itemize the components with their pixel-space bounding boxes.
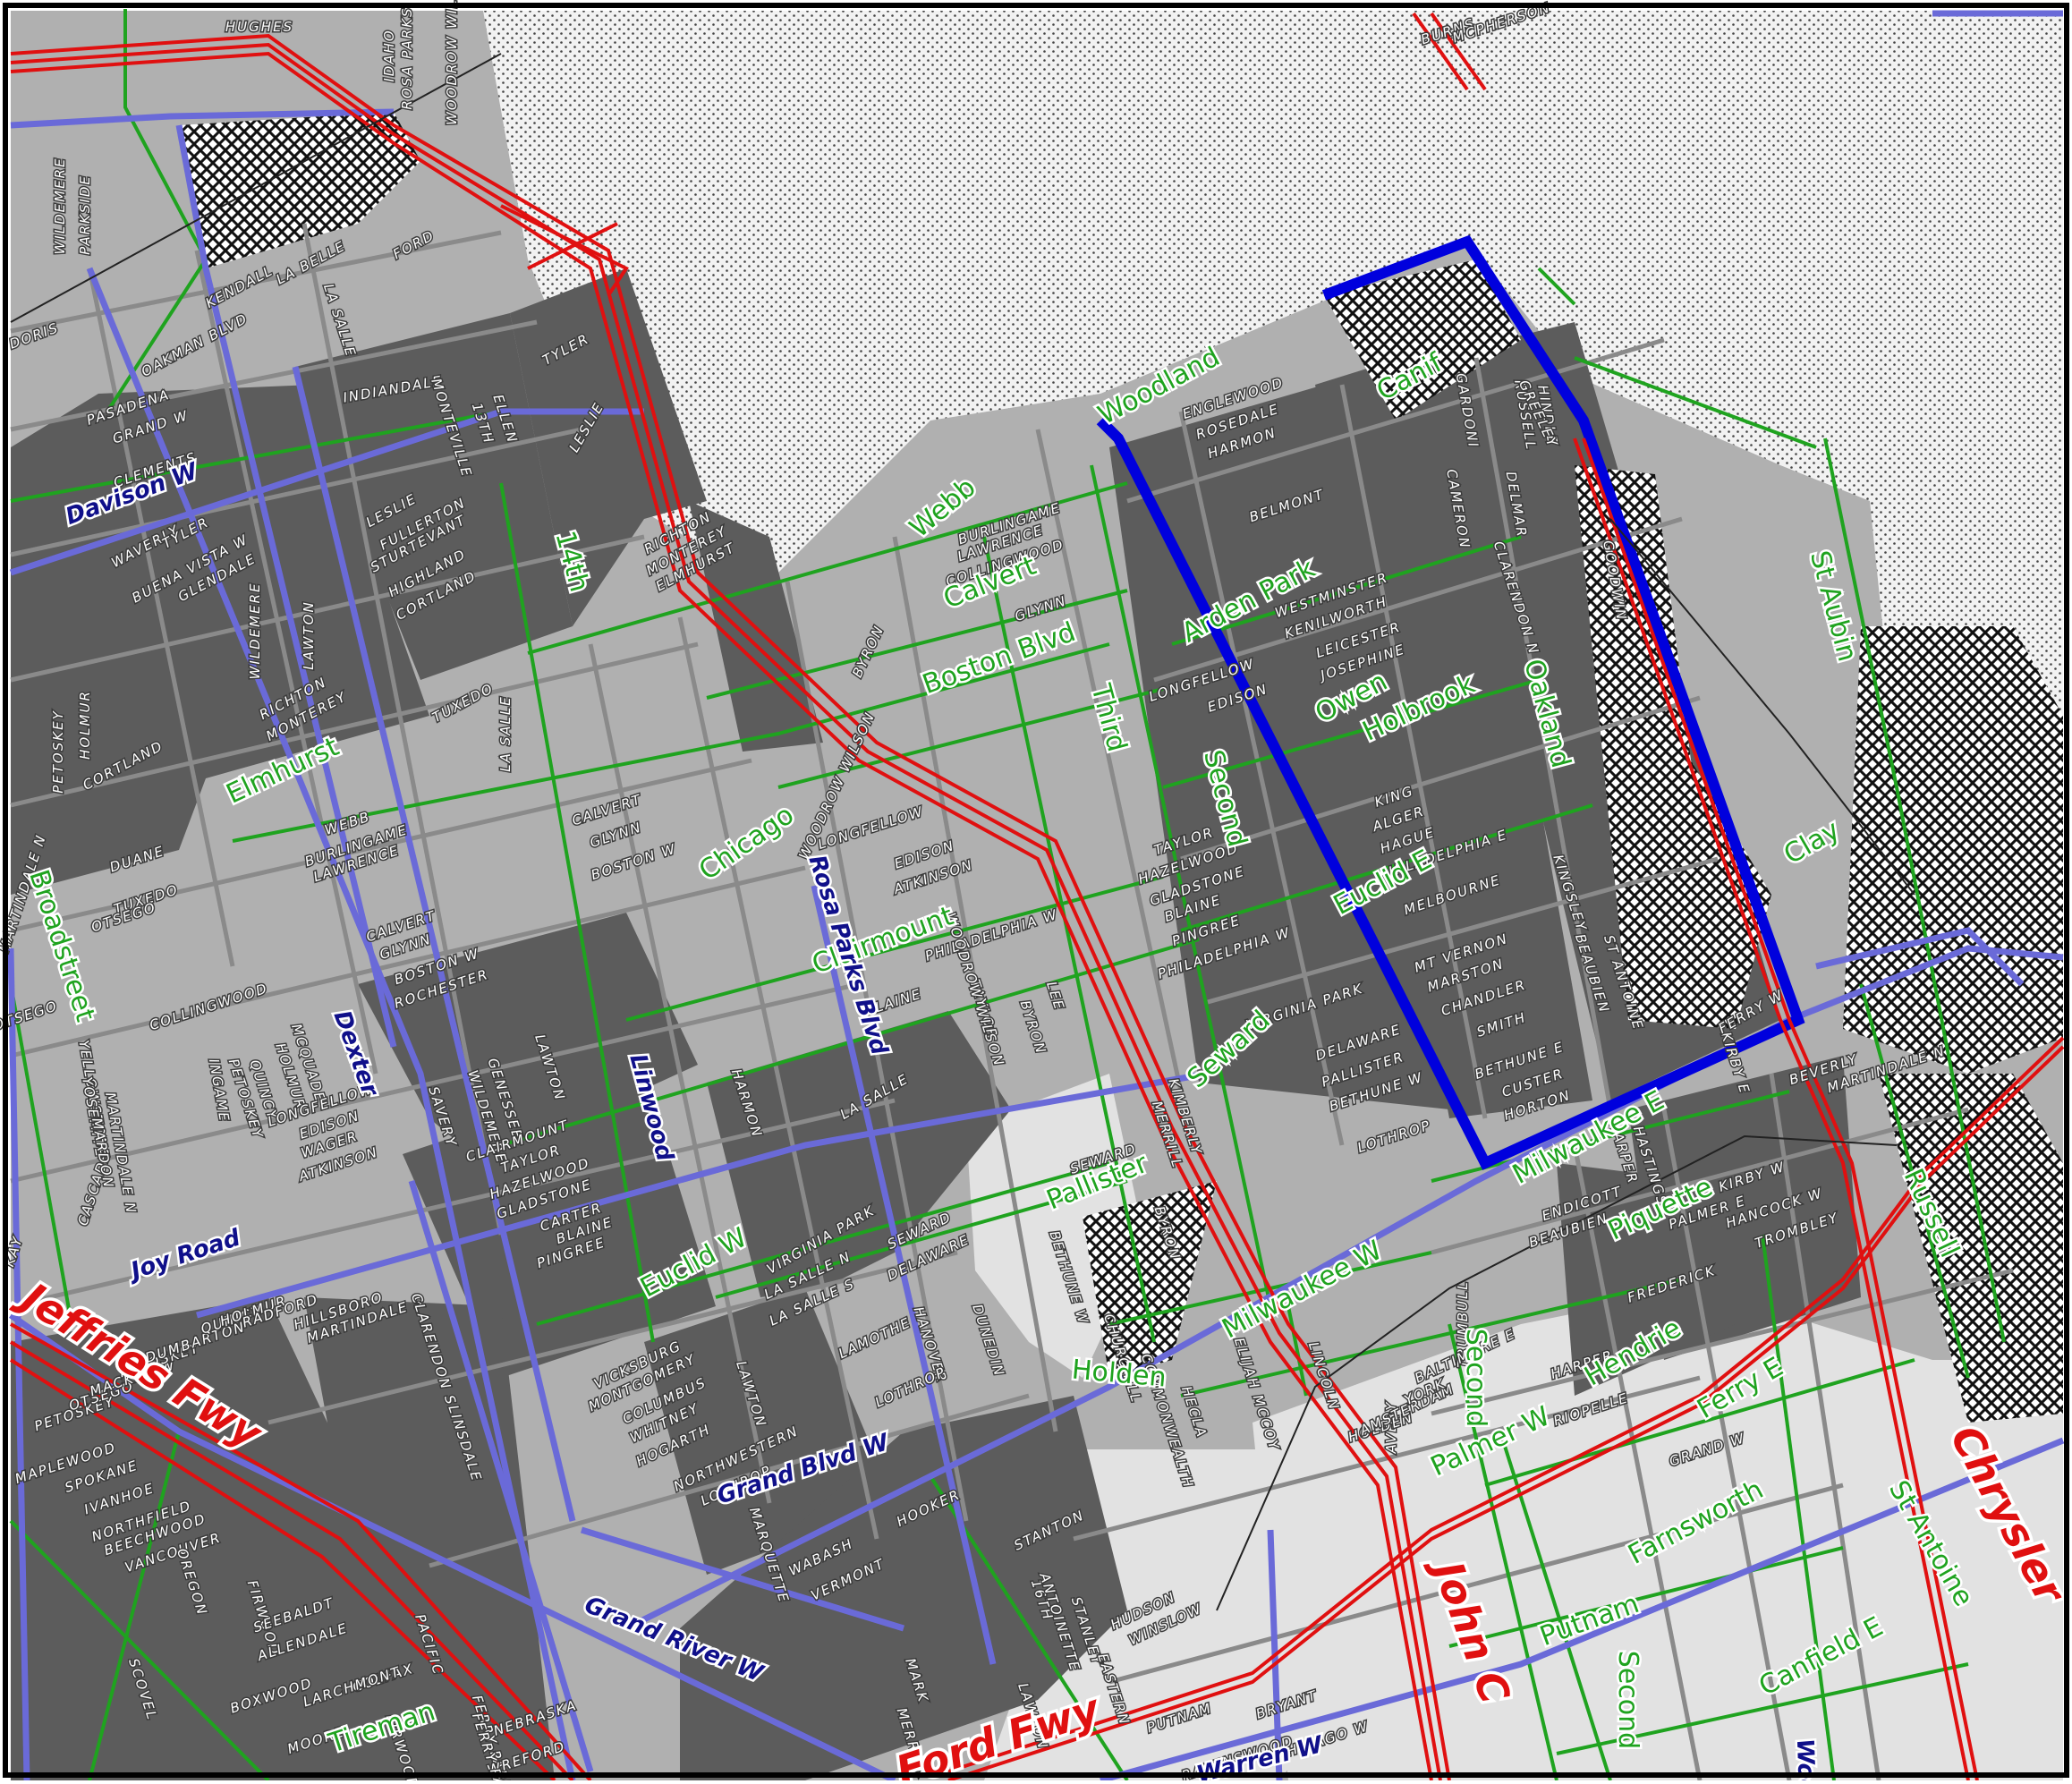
street-label: WILDEMERE: [52, 157, 68, 255]
street-label: AVERY: [1383, 1401, 1399, 1455]
railways: [10, 53, 1915, 1611]
street-label: PARKSIDE: [77, 174, 93, 255]
freeways: [9, 12, 2065, 1782]
street-label: ROSA PARKS: [399, 6, 415, 109]
street-label: TRUMBULL: [1455, 1280, 1471, 1368]
street-label: PETOSKEY: [50, 709, 66, 794]
hatched-areas: [179, 112, 2063, 1423]
map-border: [3, 3, 2069, 1778]
street-label: HOLMUR: [77, 690, 93, 760]
collector-roads: [9, 9, 2006, 1782]
street-label: LAWTON: [301, 600, 317, 669]
street-label: WILDEMERE: [247, 582, 263, 680]
street-grid: [10, 223, 2014, 1781]
collector-road-label: Second: [1612, 1651, 1643, 1749]
street-label: HUGHES: [225, 19, 293, 35]
street-label: LA SALLE: [497, 695, 514, 771]
street-label: WOODROW WILSON: [444, 0, 460, 125]
collector-road-label: Second: [1460, 1329, 1491, 1427]
district-boundary: [1096, 234, 1805, 1170]
industrial-dotted-zone: [483, 11, 2063, 850]
street-label: IDAHO: [381, 29, 397, 81]
street-label: LEE: [1043, 980, 1067, 1013]
